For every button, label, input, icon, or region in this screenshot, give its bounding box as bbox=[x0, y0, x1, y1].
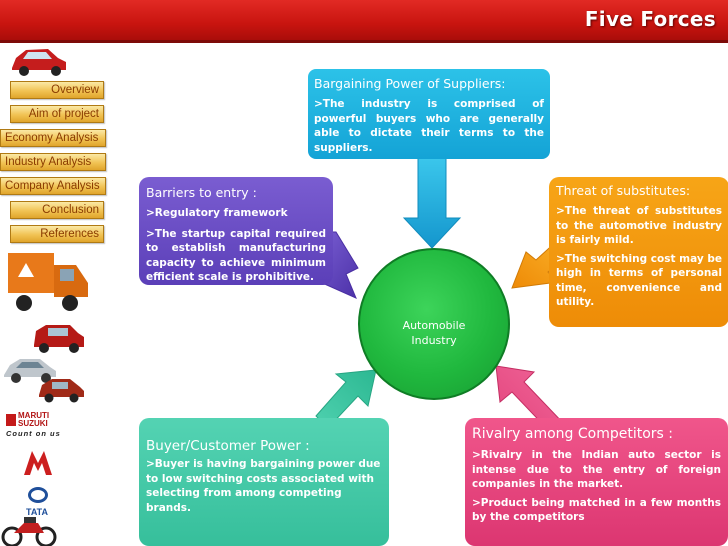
rivalry-line1: >Rivalry in the Indian auto sector is in… bbox=[472, 449, 721, 490]
rivalry-box: Rivalry among Competitors : >Rivalry in … bbox=[465, 418, 728, 546]
hatchback-image bbox=[39, 379, 84, 403]
nav-references[interactable]: References bbox=[10, 225, 104, 243]
substitutes-line2: >The switching cost may be high in terms… bbox=[556, 252, 722, 309]
barriers-line1: >Regulatory framework bbox=[146, 207, 288, 219]
suppliers-title: Bargaining Power of Suppliers: bbox=[314, 76, 506, 91]
substitutes-box: Threat of substitutes: >The threat of su… bbox=[549, 177, 728, 327]
center-label-line1: Automobile bbox=[402, 319, 466, 332]
silver-car-image bbox=[4, 359, 56, 383]
sidebar: Overview Aim of project Economy Analysis… bbox=[0, 43, 112, 546]
motorbike-image bbox=[1, 517, 57, 546]
buyers-box: Buyer/Customer Power : >Buyer is having … bbox=[139, 418, 389, 546]
nav-company-analysis[interactable]: Company Analysis bbox=[0, 177, 106, 195]
suppliers-text: >The industry is comprised of powerful b… bbox=[314, 98, 544, 154]
buyers-title: Buyer/Customer Power : bbox=[146, 438, 310, 454]
title-bar-divider bbox=[0, 40, 728, 43]
nav-overview[interactable]: Overview bbox=[10, 81, 104, 99]
barriers-line2: >The startup capital required to establi… bbox=[146, 227, 326, 284]
nav-aim-of-project[interactable]: Aim of project bbox=[10, 105, 104, 123]
center-label: Automobile Industry bbox=[360, 318, 508, 348]
title-bar: Five Forces bbox=[0, 0, 728, 40]
automobile-industry-circle: Automobile Industry bbox=[358, 248, 510, 400]
barriers-title: Barriers to entry : bbox=[146, 185, 257, 200]
mahindra-logo bbox=[18, 445, 58, 481]
tata-logo: TATA bbox=[20, 487, 56, 525]
supplier-arrow bbox=[402, 156, 462, 249]
buyers-text: >Buyer is having bargaining power due to… bbox=[146, 458, 381, 514]
barriers-box: Barriers to entry : >Regulatory framewor… bbox=[139, 177, 333, 285]
nav-industry-analysis[interactable]: Industry Analysis bbox=[0, 153, 106, 171]
nav-conclusion[interactable]: Conclusion bbox=[10, 201, 104, 219]
nav-economy-analysis[interactable]: Economy Analysis bbox=[0, 129, 106, 147]
suppliers-box: Bargaining Power of Suppliers: >The indu… bbox=[308, 69, 550, 159]
substitutes-line1: >The threat of substitutes to the automo… bbox=[556, 205, 722, 246]
substitutes-title: Threat of substitutes: bbox=[556, 183, 691, 198]
suv-image bbox=[34, 325, 84, 353]
rivalry-line2: >Product being matched in a few months b… bbox=[472, 496, 721, 524]
truck-image bbox=[8, 253, 88, 311]
car-image bbox=[12, 49, 66, 76]
rivalry-title: Rivalry among Competitors : bbox=[472, 426, 673, 442]
center-label-line2: Industry bbox=[411, 334, 457, 347]
slide-title: Five Forces bbox=[584, 7, 716, 31]
